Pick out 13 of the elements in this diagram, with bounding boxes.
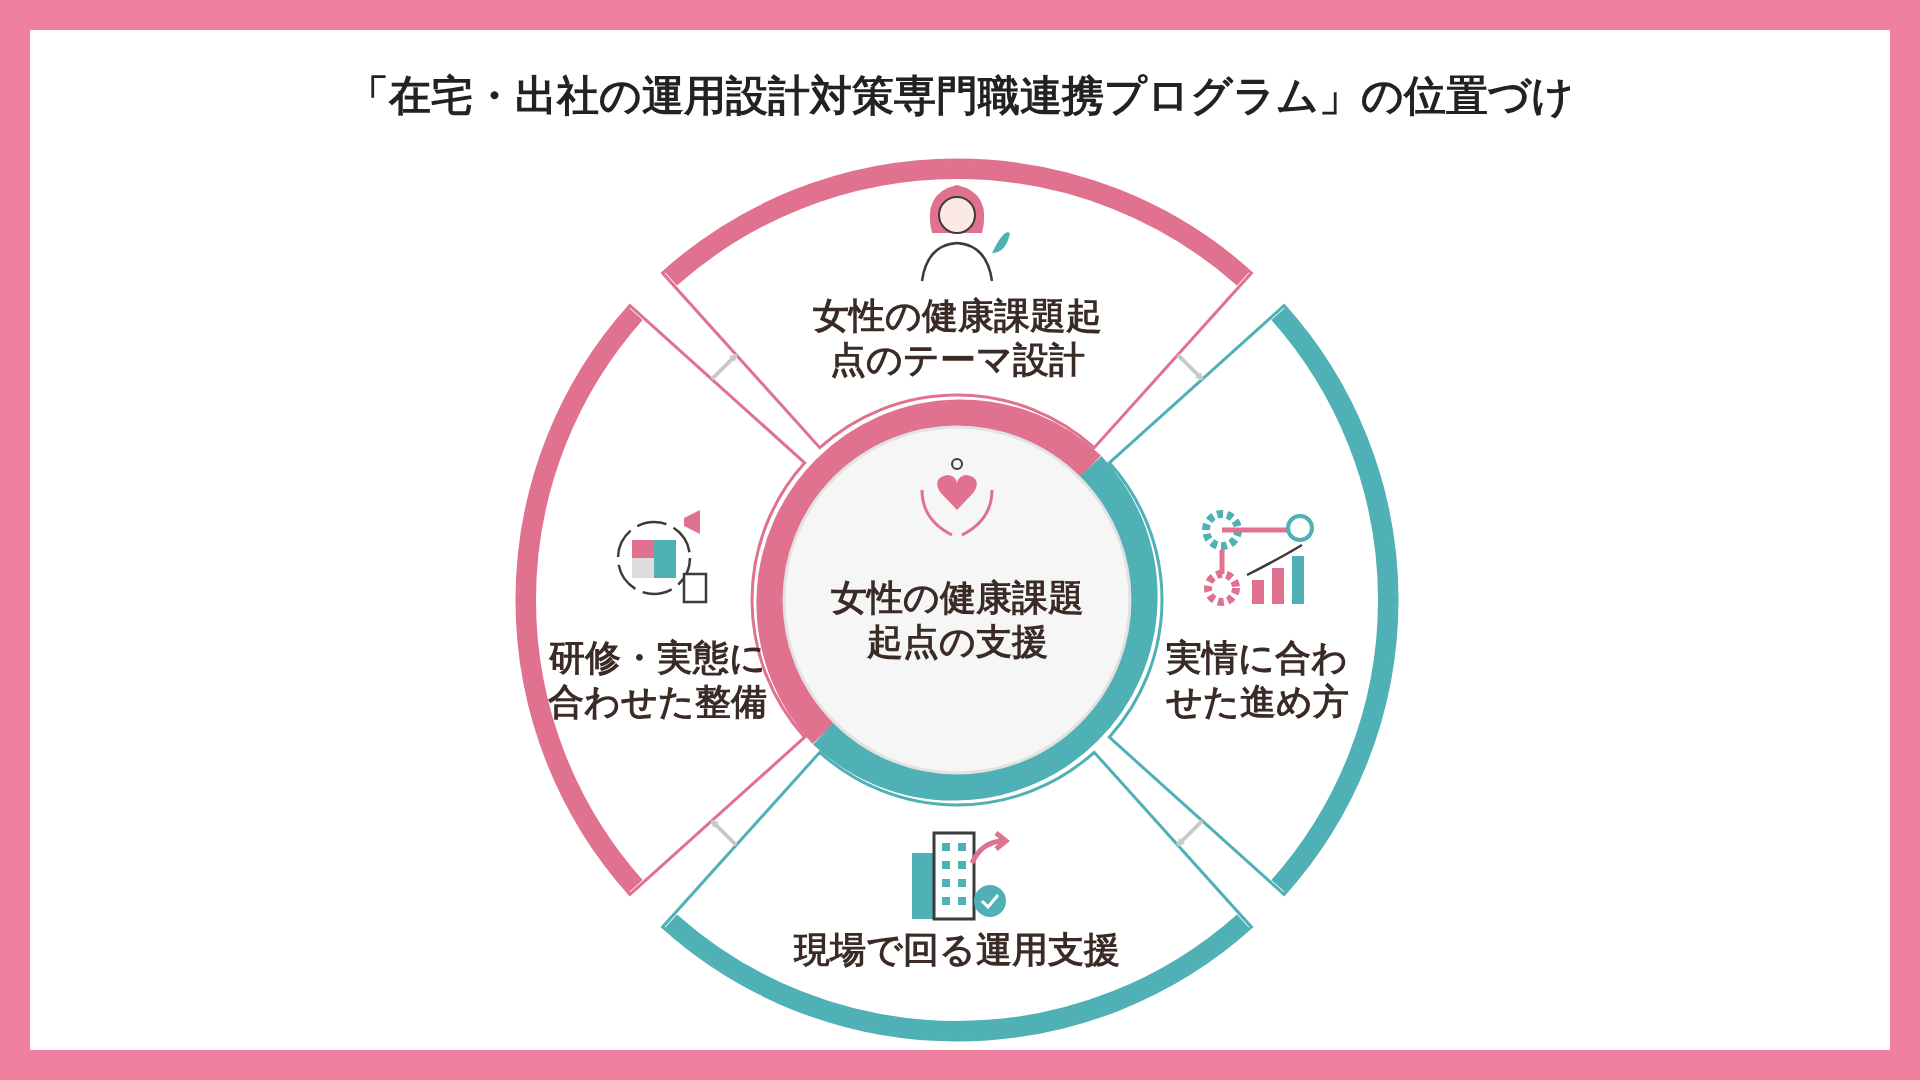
ring-segment <box>1107 303 1399 897</box>
arrow <box>1176 353 1204 381</box>
title: 「在宅・出社の運用設計対策専門職連携プログラム」の位置づけ <box>345 70 1575 122</box>
node-label: 女性の健康課題起点の支援 <box>829 576 1085 664</box>
node-label: 女性の健康課題起点のテーマ設計 <box>811 294 1103 382</box>
arrow <box>710 819 738 847</box>
arrow <box>710 353 738 381</box>
node-label: 現場で回る運用支援 <box>792 928 1121 972</box>
ring-segment <box>515 303 807 897</box>
node-label: 研修・実態に合わせた整備 <box>546 636 768 724</box>
arrow <box>1176 819 1204 847</box>
node-label: 実情に合わせた進め方 <box>1164 636 1350 724</box>
ring-segment <box>660 750 1254 1042</box>
